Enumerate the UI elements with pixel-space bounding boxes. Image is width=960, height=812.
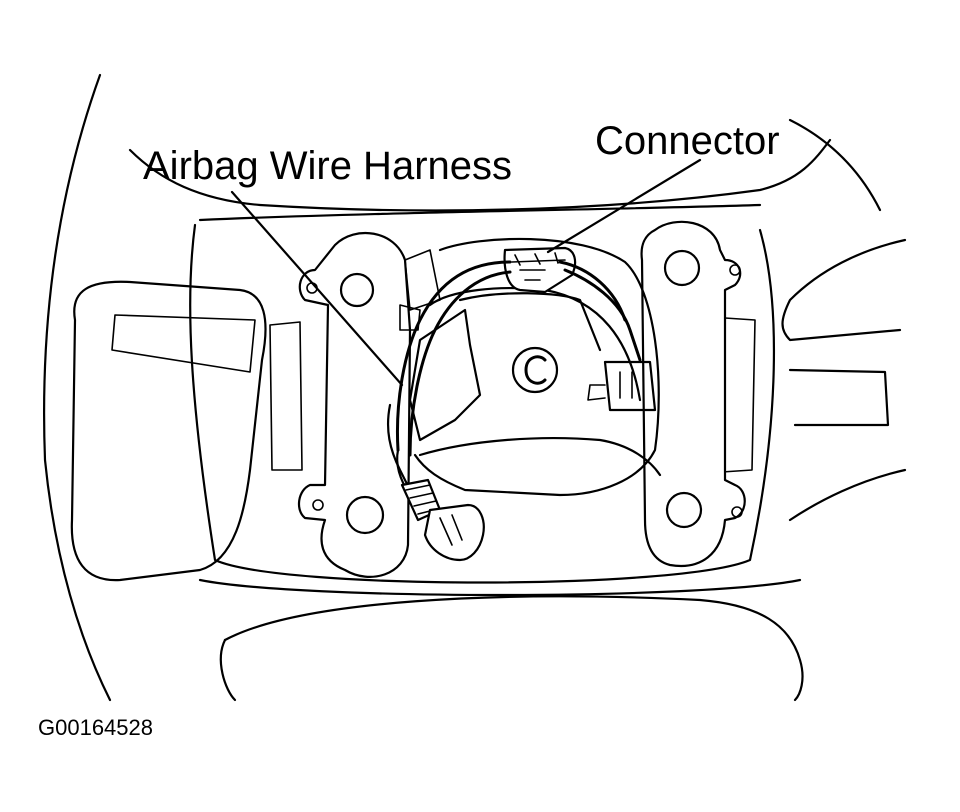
connector-block — [503, 246, 577, 294]
clock-spring-hub — [399, 237, 662, 497]
right-mounting-bracket — [640, 220, 746, 567]
wire-harness — [386, 260, 642, 512]
figure-id: G00164528 — [38, 715, 153, 740]
left-spoke-pad — [70, 280, 267, 582]
label-airbag-wire-harness: Airbag Wire Harness — [143, 144, 512, 188]
right-spoke — [781, 238, 907, 522]
label-connector: Connector — [595, 119, 780, 163]
steering-wheel-rim — [43, 73, 882, 702]
left-mounting-bracket — [297, 231, 412, 578]
callout-leaders — [230, 158, 702, 387]
harness-plug — [400, 478, 485, 562]
